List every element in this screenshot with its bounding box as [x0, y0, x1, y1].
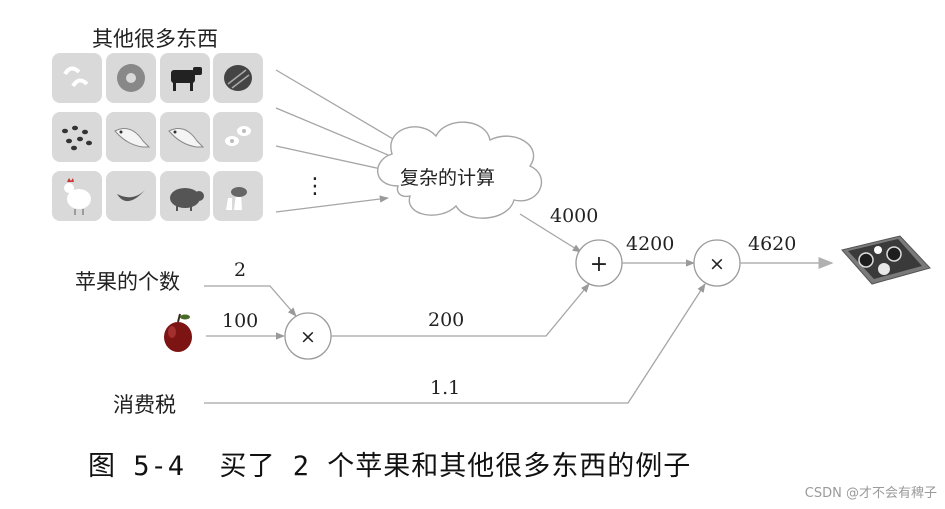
- item-tile-fish: [160, 112, 210, 162]
- fish-icon: [168, 128, 205, 148]
- item-tile-beans: [52, 112, 102, 162]
- watermark: CSDN @才不会有稗子: [804, 486, 937, 501]
- banana-icon: [117, 190, 145, 202]
- beans-icon: [62, 125, 92, 151]
- figure-caption: 图 5-4 买了 2 个苹果和其他很多东西的例子: [88, 451, 692, 482]
- item-tile-donut: [106, 53, 156, 103]
- edge-cloud-to-add: [519, 213, 582, 253]
- apple-total-value: 200: [428, 309, 464, 331]
- edge-row2b: [275, 145, 396, 174]
- item-tile-mushroom: [213, 171, 263, 221]
- edge-row2a: [275, 107, 401, 161]
- final-value: 4620: [748, 233, 796, 255]
- multiply-total-operator: ×: [709, 253, 725, 275]
- more-items-ellipsis: ⋮: [304, 174, 326, 199]
- item-tile-fish: [106, 112, 156, 162]
- shopping-tray-icon: [841, 235, 931, 285]
- complex-calc-label: 复杂的计算: [400, 167, 495, 189]
- item-tile-banana: [106, 171, 156, 221]
- edge-apple-mul-to-add: [331, 283, 590, 337]
- edge-row3: [275, 195, 389, 213]
- tax-label: 消费税: [113, 393, 176, 417]
- edge-tax-to-mul: [204, 283, 706, 404]
- melon-icon: [224, 65, 252, 91]
- shrimp-icon: [63, 66, 89, 88]
- item-tile-shrimp: [52, 53, 102, 103]
- other-items-label: 其他很多东西: [92, 27, 218, 51]
- item-tile-cow: [160, 53, 210, 103]
- cow-icon: [171, 67, 202, 91]
- apple-count-value: 2: [234, 259, 246, 281]
- eggs-icon: [225, 126, 251, 146]
- donut-icon: [117, 64, 145, 92]
- calc-result-value: 4000: [550, 205, 598, 227]
- apple-price-value: 100: [222, 310, 258, 332]
- multiply-apple-operator: ×: [300, 326, 316, 348]
- edge-count-to-mul: [204, 285, 297, 317]
- cloud-node: 复杂的计算: [377, 121, 543, 219]
- item-tile-pig: [160, 171, 210, 221]
- apple-count-label: 苹果的个数: [75, 270, 180, 294]
- add-operator: +: [590, 252, 608, 277]
- fish-icon: [114, 128, 151, 148]
- apple-icon: [164, 313, 192, 352]
- item-to-cloud-edges: [275, 69, 406, 213]
- tax-rate-value: 1.1: [430, 377, 460, 399]
- sum-value: 4200: [626, 233, 674, 255]
- mushroom-icon: [226, 187, 247, 210]
- edge-row1: [275, 69, 406, 147]
- chicken-icon: [64, 178, 91, 215]
- item-tile-eggs: [213, 112, 263, 162]
- item-grid: [52, 53, 263, 221]
- item-tile-melon: [213, 53, 263, 103]
- pig-icon: [170, 188, 204, 211]
- cloud-shape: [377, 121, 543, 219]
- item-tile-chicken: [52, 171, 102, 221]
